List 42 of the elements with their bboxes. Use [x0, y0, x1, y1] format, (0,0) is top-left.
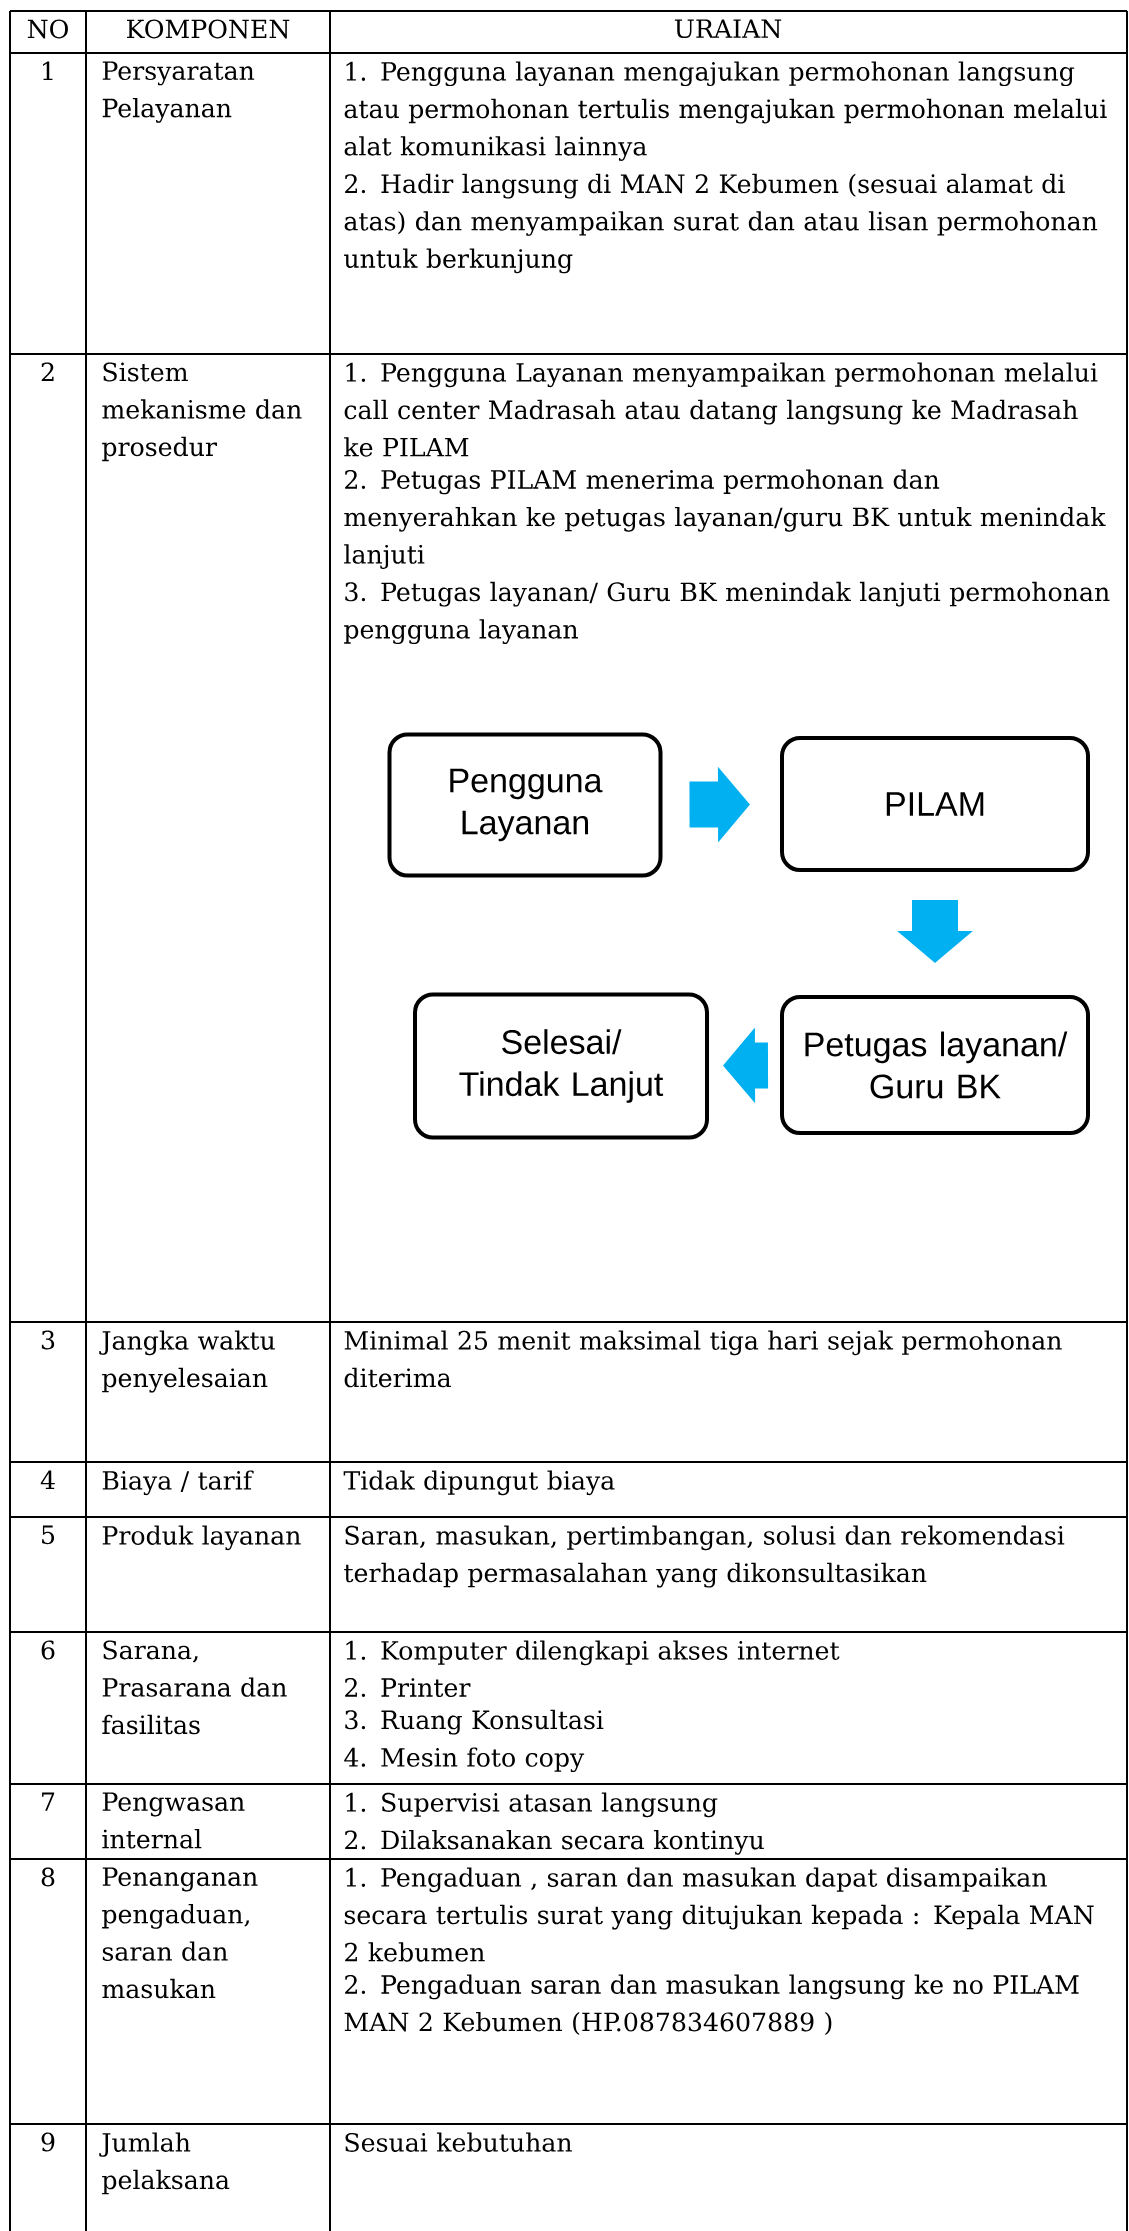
list-item: 1. Pengguna Layanan menyampaikan permohonan melalui call center Madrasah atau datang langsung ke Madrasah ke PILAM [344, 362, 1098, 457]
row-number: 1 [43, 61, 53, 81]
row-number: 9 [41, 2132, 55, 2152]
row-number: 5 [42, 1525, 55, 1545]
cell-text: Sarana, Prasarana dan fasilitas [102, 1640, 287, 1735]
process-box: Selesai/ Tindak Lanjut [413, 992, 709, 1140]
cell-text: Penanganan pengaduan, saran dan masukan [102, 1867, 258, 1999]
list-item: 1. Komputer dilengkapi akses internet [346, 1640, 840, 1666]
cell-text: Saran, masukan, pertimbangan, solusi dan rekomendasi terhadap permasalahan yang dikonsultasikan [344, 1525, 1065, 1588]
column-header: KOMPONEN [127, 19, 290, 39]
list-item: 2. Hadir langsung di MAN 2 Kebumen (sesuai alamat di atas) dan menyampaikan surat dan atau lisan permohonan untuk berkunjung [344, 173, 1098, 274]
process-box: Petugas layanan/ Guru BK [780, 995, 1090, 1135]
row-number: 8 [41, 1867, 55, 1887]
process-box: PILAM [780, 736, 1090, 872]
list-item: 3. Petugas layanan/ Guru BK menindak lanjuti permohonan pengguna layanan [344, 581, 1110, 644]
cell-text: Sistem mekanisme dan prosedur [102, 362, 302, 462]
process-box: Pengguna Layanan [387, 732, 663, 878]
cell-text: Minimal 25 menit maksimal tiga hari sejak permohonan diterima [344, 1330, 1062, 1388]
row-number: 7 [42, 1792, 55, 1811]
cell-text: Biaya / tarif [102, 1470, 254, 1496]
list-item: 1. Pengguna layanan mengajukan permohonan langsung atau permohonan tertulis mengajukan permohonan melalui alat komunikasi lainnya [344, 61, 1107, 161]
cell-text: Sesuai kebutuhan [345, 2132, 572, 2152]
cell-text: Jangka waktu penyelesaian [99, 1330, 275, 1393]
cell-text: Pengwasan internal [102, 1792, 245, 1849]
row-number: 6 [41, 1640, 55, 1660]
list-item: 2. Dilaksanakan secara kontinyu [345, 1830, 764, 1855]
list-item: 2. Pengaduan saran dan masukan langsung ke no PILAM MAN 2 Kebumen (HP.087834607889 ) [344, 1974, 1079, 2035]
list-item: 2. Printer [345, 1677, 471, 1697]
list-item: 4. Mesin foto copy [344, 1747, 585, 1773]
row-number: 2 [41, 362, 54, 382]
row-number: 3 [41, 1330, 55, 1350]
list-item: 1. Supervisi atasan langsung [346, 1792, 718, 1818]
list-item: 1. Pengaduan , saran dan masukan dapat disampaikan secara tertulis surat yang ditujukan kepada : Kepala MAN 2 kebumen [344, 1867, 1094, 1962]
cell-text: Jumlah pelaksana [99, 2132, 230, 2195]
cell-text: Tidak dipungut biaya [343, 1470, 615, 1496]
cell-text: Persyaratan Pelayanan [102, 61, 255, 123]
cell-text: Produk layanan [102, 1525, 301, 1551]
column-header: NO [27, 19, 68, 39]
list-item: 3. Ruang Konsultasi [345, 1709, 604, 1735]
list-item: 2. Petugas PILAM menerima permohonan dan menyerahkan ke petugas layanan/guru BK untuk menindak lanjuti [344, 469, 1106, 570]
column-header: URAIAN [674, 19, 782, 39]
row-number: 4 [40, 1470, 55, 1490]
